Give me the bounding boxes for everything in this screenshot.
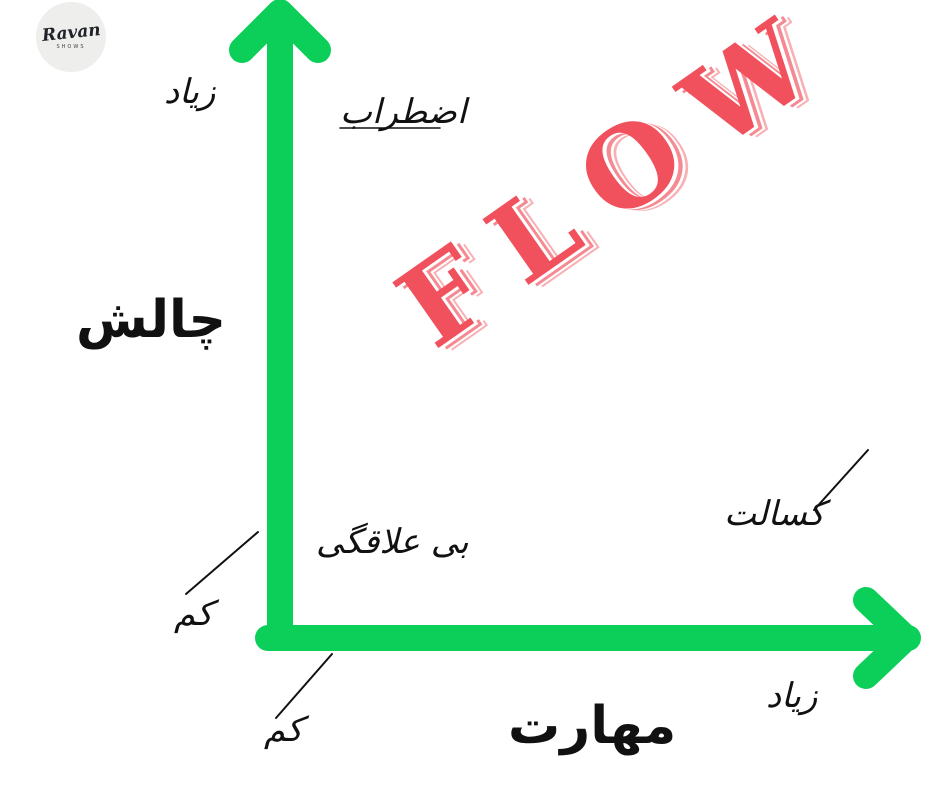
zone-boredom-label: کسالت — [724, 494, 825, 534]
y-low-label: کم — [174, 594, 213, 634]
y-high-label: زیاد — [164, 72, 216, 112]
y-low-stroke — [185, 531, 259, 595]
logo-subtext: SHOWS — [56, 43, 86, 50]
ravan-logo: Ravan SHOWS — [36, 2, 106, 72]
boredom-stroke — [813, 449, 869, 511]
zone-anxiety-label: اضطراب — [340, 92, 467, 132]
x-axis-title: مهارت — [508, 696, 677, 756]
y-axis-title: چالش — [76, 290, 227, 350]
x-low-stroke — [275, 653, 333, 719]
x-high-label: زیاد — [766, 676, 818, 716]
y-axis-arrowhead — [229, 0, 331, 63]
zone-apathy-label: بی علاقگی — [316, 522, 469, 562]
x-low-label: کم — [264, 710, 303, 750]
x-axis-arrowhead — [853, 587, 919, 689]
